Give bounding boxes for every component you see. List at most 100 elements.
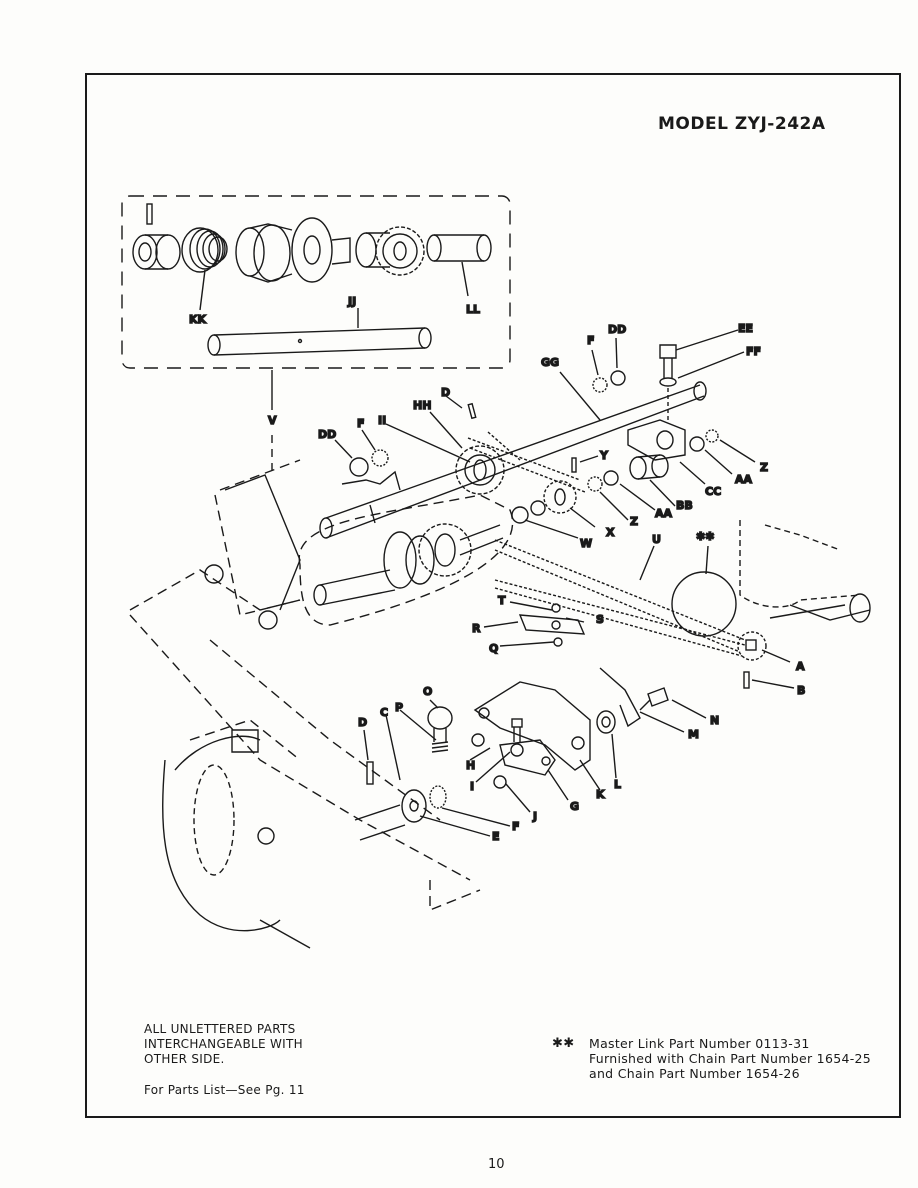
spring-m [599, 667, 641, 728]
note-line: Master Link Part Number 0113-31 [589, 1036, 810, 1051]
right-axle-housing [739, 520, 871, 623]
label-w: W [580, 537, 592, 550]
note-line: and Chain Part Number 1654-26 [589, 1066, 800, 1081]
label-d-top: D [441, 386, 450, 399]
bushing-ll [426, 234, 492, 262]
label-f-top: F [587, 334, 595, 347]
page-frame [85, 73, 901, 1118]
pin-b [743, 671, 750, 689]
tensioner-bracket [473, 681, 591, 776]
label-bb: BB [676, 499, 693, 512]
master-link-symbol: ✱✱ [552, 1036, 575, 1051]
washer-aa-right [689, 436, 705, 452]
clutch-cup [235, 223, 293, 283]
sprocket-hh [455, 445, 505, 495]
label-x: X [606, 526, 615, 539]
inset-dashed-box [121, 195, 511, 369]
label-t: T [498, 594, 506, 607]
pin-y [571, 457, 577, 473]
leader-master-link [705, 545, 709, 575]
label-k: K [596, 788, 605, 801]
label-ff: FF [746, 345, 761, 358]
note-line: INTERCHANGEABLE WITH [144, 1037, 303, 1051]
bearing-block-cc [627, 419, 686, 461]
label-hh: HH [413, 399, 431, 412]
nut-h [471, 733, 485, 747]
roller-l [596, 710, 616, 734]
label-z-right: Z [760, 461, 768, 474]
label-o: O [423, 685, 432, 698]
label-ee: EE [738, 322, 753, 335]
washer-f-top [592, 377, 608, 393]
nut-j [493, 775, 507, 789]
label-r: R [472, 622, 481, 635]
label-y: Y [599, 449, 609, 462]
label-g: G [570, 800, 579, 813]
label-master-link-mark: ✱✱ [696, 530, 714, 543]
lower-housing [162, 729, 311, 949]
label-v: V [268, 414, 277, 427]
upper-shaft-gg [319, 381, 707, 539]
label-ii: II [378, 414, 386, 427]
frame-arm [204, 474, 301, 630]
idler-plate [518, 603, 586, 647]
label-b: B [797, 684, 805, 697]
label-a: A [796, 660, 805, 673]
washer-ff [659, 377, 677, 387]
label-e: E [492, 830, 500, 843]
washer-dd-top [610, 370, 626, 386]
axle-stub [354, 804, 406, 841]
label-gg: GG [541, 356, 559, 369]
washer-dd-left [349, 457, 369, 477]
washer-f-low [429, 785, 447, 809]
knob-o [427, 706, 453, 753]
shaft-jj [207, 327, 432, 356]
inset-collar [132, 234, 181, 270]
bushing-bb [629, 454, 669, 480]
label-c: C [380, 706, 388, 719]
inset-sprocket [355, 226, 425, 276]
label-aa-mid: AA [655, 507, 673, 520]
frame-outline [129, 459, 481, 912]
upper-chain [467, 431, 586, 493]
label-p: P [395, 701, 403, 714]
label-f-low: F [512, 820, 520, 833]
label-u: U [652, 533, 661, 546]
washer-w2 [530, 500, 546, 516]
washer-z-mid [587, 476, 603, 492]
washer-z-right [705, 429, 719, 443]
master-link-detail [671, 571, 737, 637]
model-title: MODEL ZYJ-242A [658, 114, 826, 134]
label-i: I [470, 780, 474, 793]
washer-aa-mid [603, 470, 619, 486]
parts-list-reference: For Parts List—See Pg. 11 [144, 1083, 305, 1097]
inset-assembly [121, 195, 511, 369]
label-aa-right: AA [735, 473, 753, 486]
label-dd-left: DD [318, 428, 336, 441]
spring-kk [181, 227, 228, 273]
washer-f-left [371, 449, 389, 467]
leader-ll [461, 261, 469, 297]
label-d-low: D [358, 716, 367, 729]
pin-d-low [366, 761, 374, 785]
label-n: N [710, 714, 719, 727]
note-line: OTHER SIDE. [144, 1052, 225, 1066]
label-cc: CC [705, 485, 721, 498]
label-h: H [466, 759, 475, 772]
unlettered-parts-note: ALL UNLETTERED PARTS INTERCHANGEABLE WIT… [144, 1022, 303, 1067]
label-z-mid: Z [630, 515, 638, 528]
inset-pin [146, 203, 153, 225]
page-number: 10 [488, 1157, 505, 1172]
bolt-ee [659, 344, 677, 420]
key-pin-d-top [467, 402, 477, 420]
sprocket-x [543, 480, 577, 514]
label-f-left: F [357, 417, 365, 430]
label-l: L [614, 778, 621, 791]
label-j: J [532, 810, 537, 823]
label-s: S [596, 613, 604, 626]
sprocket-a [737, 631, 767, 661]
bolt-n [639, 687, 669, 711]
leader-lines [334, 329, 795, 837]
label-m: M [688, 728, 699, 741]
